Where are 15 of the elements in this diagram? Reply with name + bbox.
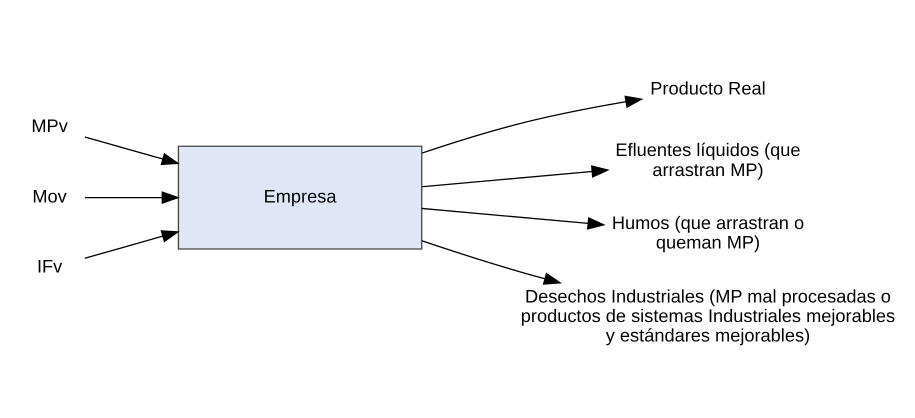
node-text: IFv	[36, 256, 62, 277]
node-text: Efluentes líquidos (que arrastran MP)	[615, 140, 801, 180]
node-text: MPv	[31, 116, 68, 136]
arrow	[422, 240, 562, 285]
arrow	[422, 96, 644, 154]
node-text: Mov	[32, 186, 67, 206]
arrow	[84, 191, 180, 204]
arrow	[422, 165, 610, 188]
node-text: Humos (que arrastran o queman MP)	[612, 213, 804, 253]
arrow	[84, 230, 180, 259]
node-text: Producto Real	[650, 78, 766, 98]
arrow	[84, 136, 180, 166]
node-text: Desechos Industriales (MP mal procesadas o productos de sistemas Industriales mejorables y estándares mejorables)	[520, 286, 896, 346]
node-box: Empresa	[178, 146, 422, 250]
arrow	[422, 208, 606, 230]
